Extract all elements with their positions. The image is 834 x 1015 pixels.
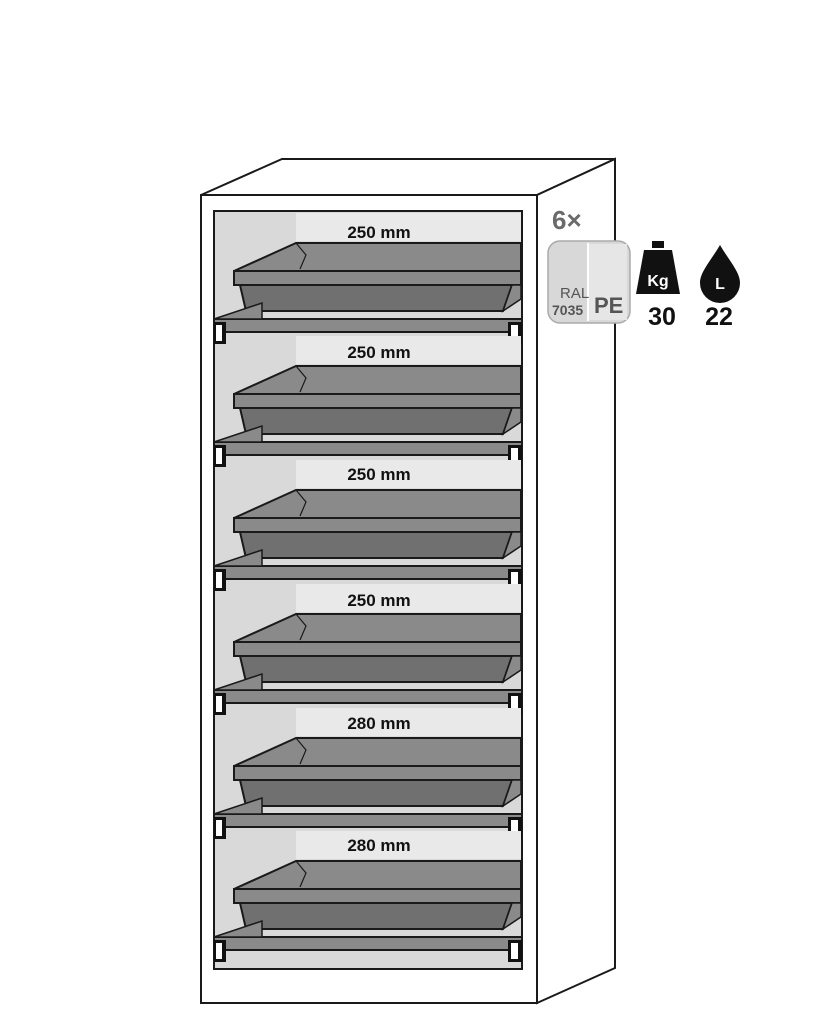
drawer-height-label: 250 mm <box>347 343 410 362</box>
drop-icon: L <box>700 245 740 303</box>
drawer-tray-side <box>501 779 522 808</box>
drawer-rail-bracket <box>213 796 263 815</box>
weight-icon: Kg <box>636 241 680 294</box>
ral-label: RAL <box>560 285 589 302</box>
drawer-tray-front <box>238 407 514 435</box>
drawer-clip-right-inner <box>511 572 518 588</box>
drawer-rail-bracket <box>213 672 263 691</box>
drawer-rail <box>213 441 523 456</box>
drawer-label-strip <box>296 336 521 364</box>
drawer-rail <box>213 813 523 828</box>
drawer-height-label: 280 mm <box>347 714 410 733</box>
drawer-clip-right-inner <box>511 696 518 712</box>
drawer-tray-rim <box>233 517 522 533</box>
volume-value: 22 <box>705 303 733 331</box>
drawer-tray-rim <box>233 270 522 286</box>
drawer-tray-rim <box>233 641 522 657</box>
drawer-tray-rim <box>233 888 522 904</box>
drawer-height-labels: 250 mm 250 mm 250 mm 250 mm 280 mm 280 m… <box>347 223 410 855</box>
quantity-label: 6× <box>552 205 582 235</box>
drawer-tray-side <box>501 407 522 436</box>
ral-material-badge: RAL 7035 PE <box>547 240 631 324</box>
drawer-clip-right-inner <box>511 448 518 464</box>
drawer-height-label: 250 mm <box>347 591 410 610</box>
drop-icon-label: L <box>715 276 725 293</box>
drawer-rail <box>213 689 523 704</box>
drawer-tray-front <box>238 779 514 807</box>
drawer-tray-rim <box>233 393 522 409</box>
drawer-clip-left-inner <box>216 325 222 341</box>
drawer-tray-front <box>238 902 514 930</box>
drawer-rail-bracket <box>213 424 263 443</box>
drawer-clip-left-inner <box>216 448 222 464</box>
drawer-label-strip <box>296 831 521 859</box>
drawer-rail <box>213 318 523 333</box>
drawer-height-label: 280 mm <box>347 836 410 855</box>
drawer-label-strip <box>296 584 521 612</box>
drawer-tray-front <box>238 655 514 683</box>
drawer-rail-bracket <box>213 548 263 567</box>
drawer-tray-crease <box>295 737 307 765</box>
drawer-tray-crease <box>295 242 307 270</box>
load-value: 30 <box>648 303 676 331</box>
drawer-clip-left-inner <box>216 572 222 588</box>
drawer-height-label: 250 mm <box>347 465 410 484</box>
drawer-clip-right-inner <box>511 325 518 341</box>
drawer-label-strip <box>296 708 521 736</box>
drawer-tray-crease <box>295 613 307 641</box>
drawer-rail <box>213 936 523 951</box>
drawer-tray-crease <box>295 860 307 888</box>
drawer-tray-side <box>501 284 522 313</box>
weight-icon-label: Kg <box>647 273 668 290</box>
drawer-label-strip <box>296 460 521 488</box>
drawer-rail-bracket <box>213 301 263 320</box>
drawer-tray-front <box>238 284 514 312</box>
ral-code: 7035 <box>552 302 583 318</box>
drawer-label-strip <box>296 213 521 241</box>
drawer-tray-rim <box>233 765 522 781</box>
drawer-clip-left-inner <box>216 943 222 959</box>
drawer-tray-crease <box>295 489 307 517</box>
material-label: PE <box>594 293 623 318</box>
drawer-clip-left-inner <box>216 696 222 712</box>
drawer-clip-right-inner <box>511 943 518 959</box>
drawer-tray-side <box>501 902 522 931</box>
drawer-rail <box>213 565 523 580</box>
drawer-rail-bracket <box>213 919 263 938</box>
drawer-tray-front <box>238 531 514 559</box>
drawer-clip-right-inner <box>511 820 518 836</box>
drawer-tray-crease <box>295 365 307 393</box>
drawer-tray-side <box>501 655 522 684</box>
drawer-stack <box>213 213 523 962</box>
drawer-clip-left-inner <box>216 820 222 836</box>
drawer-height-label: 250 mm <box>347 223 410 242</box>
drawer-tray-side <box>501 531 522 560</box>
